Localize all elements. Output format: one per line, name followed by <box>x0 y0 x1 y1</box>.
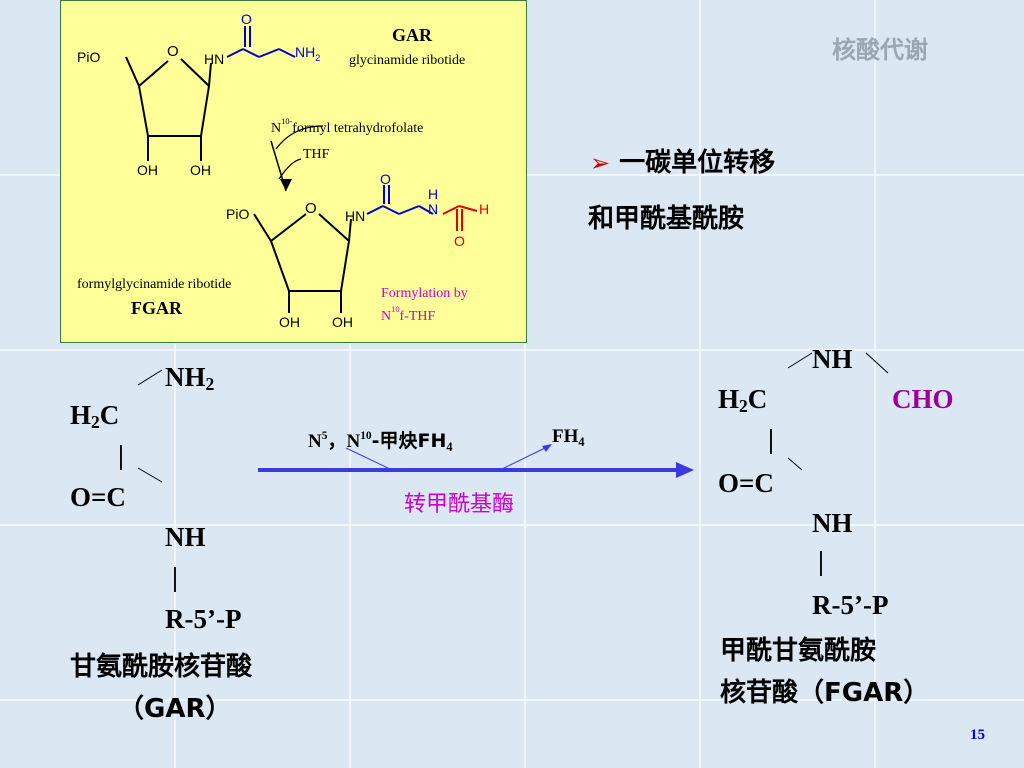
gar-title: GAR <box>392 25 432 45</box>
fgar-bond-2: | <box>818 546 824 576</box>
fgar-h2c: H2C <box>718 384 768 416</box>
oh-label-4: OH <box>332 314 353 330</box>
fgar-name-cn: 甲酰甘氨酰胺 <box>720 636 877 666</box>
gar-nh2: NH2 <box>165 362 215 394</box>
h-label-amide: H <box>428 186 439 202</box>
fgar-name: formylglycinamide ribotide <box>77 277 232 292</box>
fh4-label: FH4 <box>552 426 585 449</box>
fgar-oc: O=C <box>718 468 774 498</box>
fgar-r5p: R-5’-P <box>812 590 889 620</box>
fgar-nh-top: NH <box>812 344 853 374</box>
pio-label-top: PiO <box>77 49 101 65</box>
gar-abbrev: （GAR） <box>118 694 232 724</box>
n-label-amide: N <box>428 201 439 217</box>
gar-r5p: R-5’-P <box>165 604 242 634</box>
oh-label-3: OH <box>279 314 300 330</box>
nh2-label-top: NH2 <box>295 44 321 63</box>
oh-label-1: OH <box>137 162 158 178</box>
hn-label-bottom: HN <box>345 208 366 224</box>
fgar-bond-1: | <box>768 424 774 454</box>
gar-h2c: H2C <box>70 400 120 432</box>
ribose-structures <box>125 26 478 313</box>
fgar-nh: NH <box>812 508 853 538</box>
slide-watermark: 核酸代谢 <box>832 36 928 64</box>
bullet-icon: ➢ <box>590 149 611 177</box>
gar-nh: NH <box>165 522 206 552</box>
h-label-formyl: H <box>479 201 490 217</box>
gar-name-cn: 甘氨酰胺核苷酸 <box>70 652 253 682</box>
gar-bond-2: | <box>172 562 178 592</box>
reaction-arrow <box>258 444 694 478</box>
gar-subtitle: glycinamide ribotide <box>349 53 466 68</box>
heading-line2: 和甲酰基酰胺 <box>588 204 745 234</box>
fgar-abbrev: 核苷酸（FGAR） <box>720 678 930 708</box>
oh-label-2: OH <box>190 162 211 178</box>
formylation-note-line1: Formylation by <box>381 286 468 301</box>
carbonyl-o-top: O <box>241 11 252 27</box>
page-number: 15 <box>970 727 985 743</box>
fgar-title: FGAR <box>131 298 182 318</box>
gar-oc: O=C <box>70 482 126 512</box>
thf-label: THF <box>303 147 330 162</box>
gar-bond-1: | <box>118 440 124 470</box>
hn-label-top: HN <box>204 51 225 67</box>
cofactor-n5-n10: N5，N10-甲炔FH4 <box>308 430 453 454</box>
gar-fgar-figure: PiO O HN O NH2 OH OH GAR glycinamide rib… <box>60 0 527 343</box>
o-label-formyl: O <box>454 233 465 249</box>
pio-label-bottom: PiO <box>226 206 250 222</box>
heading-line1: ➢ 一碳单位转移 <box>590 148 776 178</box>
ring-oxygen-bottom: O <box>305 200 317 217</box>
formylation-note-line2: N10f-THF <box>381 305 436 324</box>
enzyme-label: 转甲酰基酶 <box>404 492 515 517</box>
cofactor-label: N10-formyl tetrahydrofolate <box>271 117 424 136</box>
carbonyl-o-bottom: O <box>380 171 391 187</box>
ring-oxygen-top: O <box>167 43 179 60</box>
fgar-cho: CHO <box>892 384 954 414</box>
